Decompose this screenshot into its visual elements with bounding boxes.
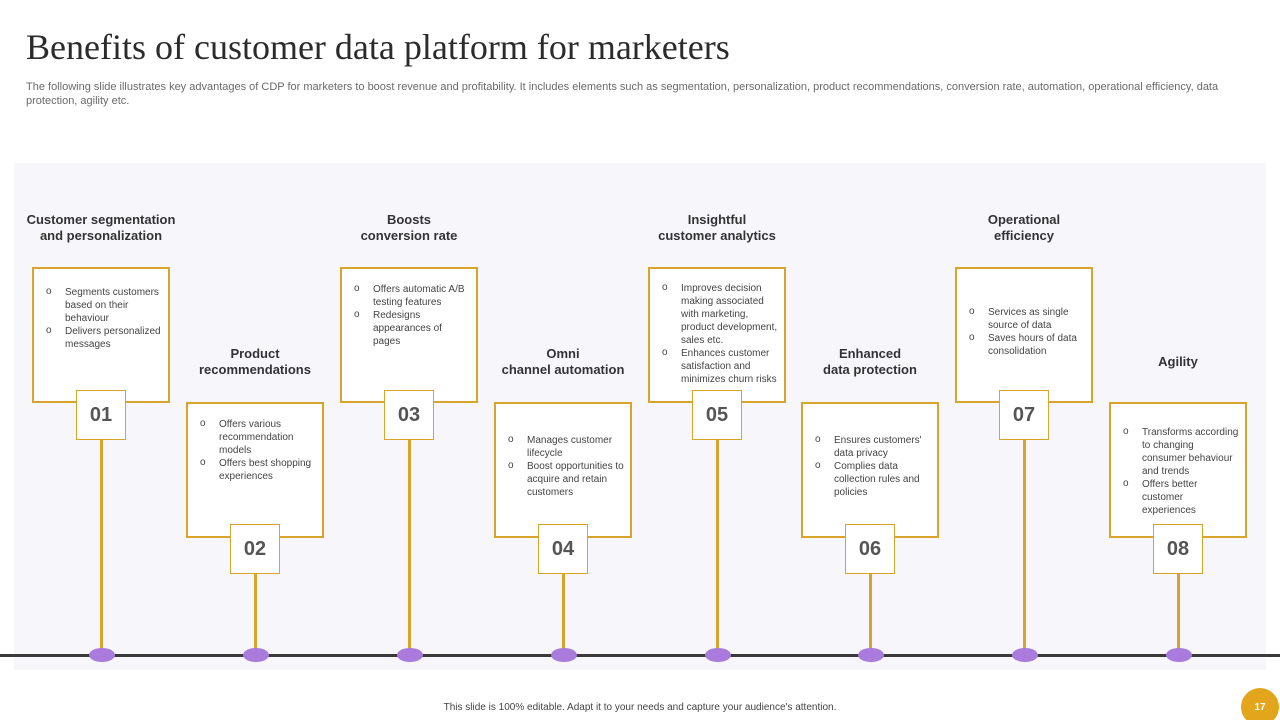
benefit-points: Manages customer lifecycleBoost opportun… xyxy=(508,433,624,499)
benefit-points: Offers automatic A/B testing featuresRed… xyxy=(354,282,470,348)
benefit-card: Ensures customers' data privacyComplies … xyxy=(801,402,939,538)
timeline-dot xyxy=(243,648,269,662)
slide-title: Benefits of customer data platform for m… xyxy=(26,27,730,67)
connector-stem xyxy=(100,440,103,655)
connector-stem xyxy=(562,574,565,655)
benefit-point: Enhances customer satisfaction and minim… xyxy=(662,346,778,386)
benefit-point: Redesigns appearances of pages xyxy=(354,308,470,348)
benefit-point: Services as single source of data xyxy=(969,305,1085,332)
benefit-title: Agility xyxy=(1158,354,1198,369)
benefit-point: Boost opportunities to acquire and retai… xyxy=(508,459,624,499)
connector-stem xyxy=(408,440,411,655)
step-number: 04 xyxy=(538,524,588,574)
benefit-card: Offers various recommendation modelsOffe… xyxy=(186,402,324,538)
step-number: 01 xyxy=(76,390,126,440)
step-number: 05 xyxy=(692,390,742,440)
benefit-point: Ensures customers' data privacy xyxy=(815,433,931,460)
benefit-point: Improves decision making associated with… xyxy=(662,281,778,347)
benefit-card: Manages customer lifecycleBoost opportun… xyxy=(494,402,632,538)
benefit-points: Ensures customers' data privacyComplies … xyxy=(815,433,931,499)
benefit-point: Manages customer lifecycle xyxy=(508,433,624,460)
benefit-points: Improves decision making associated with… xyxy=(662,281,778,386)
step-number: 06 xyxy=(845,524,895,574)
page-number-badge: 17 xyxy=(1241,688,1279,720)
step-number: 07 xyxy=(999,390,1049,440)
timeline-dot xyxy=(551,648,577,662)
benefit-card: Services as single source of dataSaves h… xyxy=(955,267,1093,403)
benefit-card: Transforms according to changing consume… xyxy=(1109,402,1247,538)
benefit-card: Segments customers based on their behavi… xyxy=(32,267,170,403)
connector-stem xyxy=(1023,440,1026,655)
benefit-points: Offers various recommendation modelsOffe… xyxy=(200,417,316,483)
step-number: 08 xyxy=(1153,524,1203,574)
step-number: 02 xyxy=(230,524,280,574)
benefit-point: Offers better customer experiences xyxy=(1123,477,1239,517)
footer-note: This slide is 100% editable. Adapt it to… xyxy=(443,702,837,713)
timeline-dot xyxy=(858,648,884,662)
connector-stem xyxy=(716,440,719,655)
slide-subtitle: The following slide illustrates key adva… xyxy=(26,81,1219,107)
benefit-point: Offers automatic A/B testing features xyxy=(354,282,470,309)
connector-stem xyxy=(1177,574,1180,655)
connector-stem xyxy=(869,574,872,655)
benefit-points: Services as single source of dataSaves h… xyxy=(969,305,1085,358)
benefit-point: Segments customers based on their behavi… xyxy=(46,285,162,325)
benefit-point: Delivers personalized messages xyxy=(46,324,162,351)
timeline-dot xyxy=(705,648,731,662)
benefit-point: Complies data collection rules and polic… xyxy=(815,459,931,499)
timeline-line xyxy=(0,654,1280,657)
benefit-point: Offers various recommendation models xyxy=(200,417,316,457)
benefit-points: Segments customers based on their behavi… xyxy=(46,285,162,351)
timeline-dot xyxy=(89,648,115,662)
timeline-dot xyxy=(397,648,423,662)
benefit-card: Offers automatic A/B testing featuresRed… xyxy=(340,267,478,403)
benefit-points: Transforms according to changing consume… xyxy=(1123,425,1239,517)
benefit-point: Offers best shopping experiences xyxy=(200,456,316,483)
timeline-dot xyxy=(1012,648,1038,662)
benefit-point: Saves hours of data consolidation xyxy=(969,331,1085,358)
benefit-card: Improves decision making associated with… xyxy=(648,267,786,403)
timeline-dot xyxy=(1166,648,1192,662)
connector-stem xyxy=(254,574,257,655)
benefit-point: Transforms according to changing consume… xyxy=(1123,425,1239,478)
step-number: 03 xyxy=(384,390,434,440)
